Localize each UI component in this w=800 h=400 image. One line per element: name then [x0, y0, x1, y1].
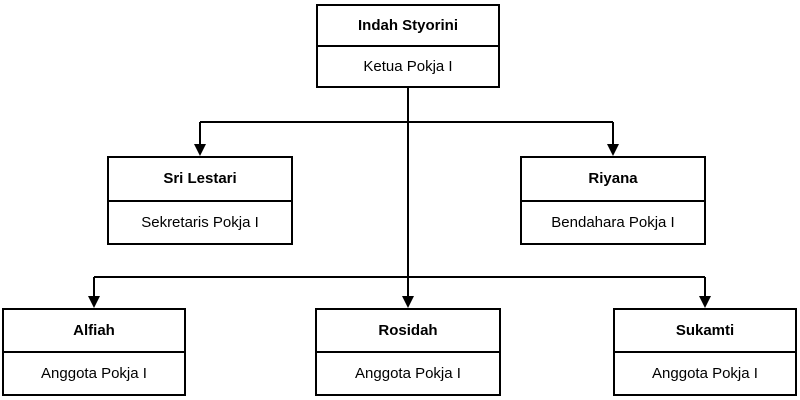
node-name: Riyana [588, 170, 638, 188]
arrowhead-anggota-3 [699, 296, 711, 308]
org-node-sekretaris: Sri Lestari Sekretaris Pokja I [107, 156, 293, 245]
node-name: Sri Lestari [163, 170, 237, 188]
arrowhead-rosidah [402, 296, 414, 308]
org-node-anggota-sukamti: Sukamti Anggota Pokja I [613, 308, 797, 396]
node-role: Anggota Pokja I [4, 351, 184, 394]
arrowhead-bendahara [607, 144, 619, 156]
node-role: Sekretaris Pokja I [109, 199, 291, 244]
node-name: Alfiah [73, 322, 115, 339]
org-node-ketua: Indah Styorini Ketua Pokja I [316, 4, 500, 88]
node-role: Anggota Pokja I [317, 351, 499, 394]
node-role: Anggota Pokja I [615, 351, 795, 394]
node-role: Bendahara Pokja I [522, 199, 704, 244]
org-node-anggota-rosidah: Rosidah Anggota Pokja I [315, 308, 501, 396]
node-name: Indah Styorini [357, 17, 458, 34]
arrowhead-anggota-1 [88, 296, 100, 308]
node-name: Sukamti [675, 322, 735, 339]
org-node-bendahara: Riyana Bendahara Pokja I [520, 156, 706, 245]
node-role: Ketua Pokja I [318, 45, 498, 86]
node-name: Rosidah [378, 322, 438, 339]
org-node-anggota-alfiah: Alfiah Anggota Pokja I [2, 308, 186, 396]
arrowhead-sekretaris [194, 144, 206, 156]
